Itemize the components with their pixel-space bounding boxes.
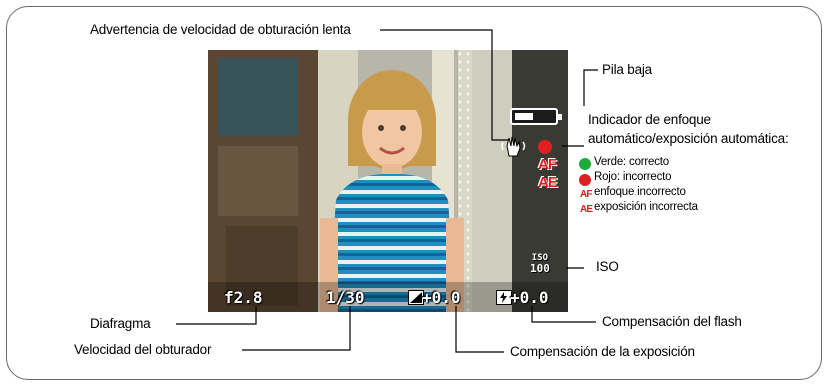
aperture-readout: f2.8 [224, 288, 263, 307]
shake-warning-hand-icon [501, 134, 527, 158]
legend-red-dot [579, 174, 591, 186]
legend-green-text: Verde: correcto [594, 156, 669, 168]
af-badge: AF [538, 156, 557, 173]
label-af-ae-line2: automático/exposición automática: [588, 131, 789, 146]
diagram-frame [6, 6, 822, 380]
legend-af-text: enfoque incorrecto [594, 186, 686, 198]
flash-comp-icon [496, 290, 512, 305]
label-low-battery: Pila baja [602, 62, 652, 77]
exposure-comp-icon [408, 290, 424, 305]
legend-red-text: Rojo: incorrecto [594, 171, 672, 183]
label-iso: ISO [596, 259, 619, 274]
label-flash-compensation: Compensación del flash [602, 314, 742, 329]
legend-af-icon: AF [580, 189, 593, 200]
leader-low-battery [583, 69, 598, 106]
legend-green-dot [579, 158, 591, 170]
shutter-readout: 1/30 [326, 288, 365, 307]
label-exposure-compensation: Compensación de la exposición [510, 344, 695, 359]
label-slow-shutter-warning: Advertencia de velocidad de obturación l… [90, 22, 351, 37]
flash-comp-readout: +0.0 [510, 288, 549, 307]
exposure-comp-readout: +0.0 [422, 288, 461, 307]
iso-readout: ISO 100 [530, 253, 550, 275]
af-ae-status-dot [538, 140, 552, 154]
leader-exposure [455, 306, 504, 353]
iso-readout-label: ISO [531, 253, 549, 263]
low-battery-icon [510, 108, 562, 125]
label-shutter-speed: Velocidad del obturador [74, 342, 212, 357]
camera-preview-photo: AF AE ISO 100 f2.8 1/30 +0.0 +0.0 [208, 50, 568, 312]
photo-illustration [208, 50, 568, 312]
legend-ae-icon: AE [580, 204, 593, 215]
legend-ae-text: exposición incorrecta [594, 201, 698, 213]
iso-readout-value: 100 [530, 262, 550, 275]
leader-slow-shutter [402, 29, 508, 141]
leader-shutter [242, 306, 351, 351]
leader-flash [531, 306, 596, 323]
leader-aperture [176, 306, 257, 325]
label-aperture: Diafragma [90, 316, 151, 331]
ae-badge: AE [538, 174, 558, 191]
label-af-ae-line1: Indicador de enfoque [588, 112, 711, 127]
